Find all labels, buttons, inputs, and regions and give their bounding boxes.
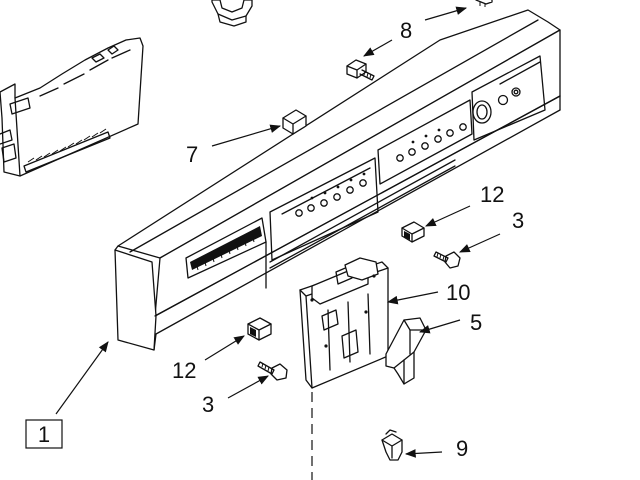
callout-9: 9: [456, 436, 468, 461]
callout-12-right: 12: [480, 182, 504, 207]
callout-10: 10: [446, 280, 470, 305]
control-panel-console: [114, 9, 561, 351]
part-12-clip-right: [401, 221, 425, 243]
callout-3-right: 3: [512, 208, 524, 233]
part-12-clip-left: [247, 317, 272, 341]
start-dial: [472, 100, 492, 124]
panel-buttons-left: [295, 179, 367, 217]
part-3-screw-left: [257, 361, 288, 381]
callout-1: 1: [38, 422, 50, 447]
part-5-latch: [385, 317, 427, 385]
top-clip-part: [211, 0, 253, 27]
part-8-screw-top: [346, 59, 375, 81]
leader-arrows: [55, 6, 501, 458]
panel-indicator-lights: [310, 128, 441, 200]
callout-12-left: 12: [172, 358, 196, 383]
callout-8: 8: [400, 18, 412, 43]
part-9-clip: [381, 429, 403, 461]
control-board: [0, 37, 144, 177]
callout-1-box: [25, 419, 63, 449]
panel-buttons-right: [396, 123, 467, 162]
callout-3-left: 3: [202, 392, 214, 417]
part-10-bracket: [299, 257, 389, 389]
part-3-screw-right: [433, 251, 461, 269]
part-7-clip: [282, 109, 307, 135]
callout-7: 7: [186, 142, 198, 167]
callout-5: 5: [470, 310, 482, 335]
part-8-screw-edge: [475, 0, 493, 7]
